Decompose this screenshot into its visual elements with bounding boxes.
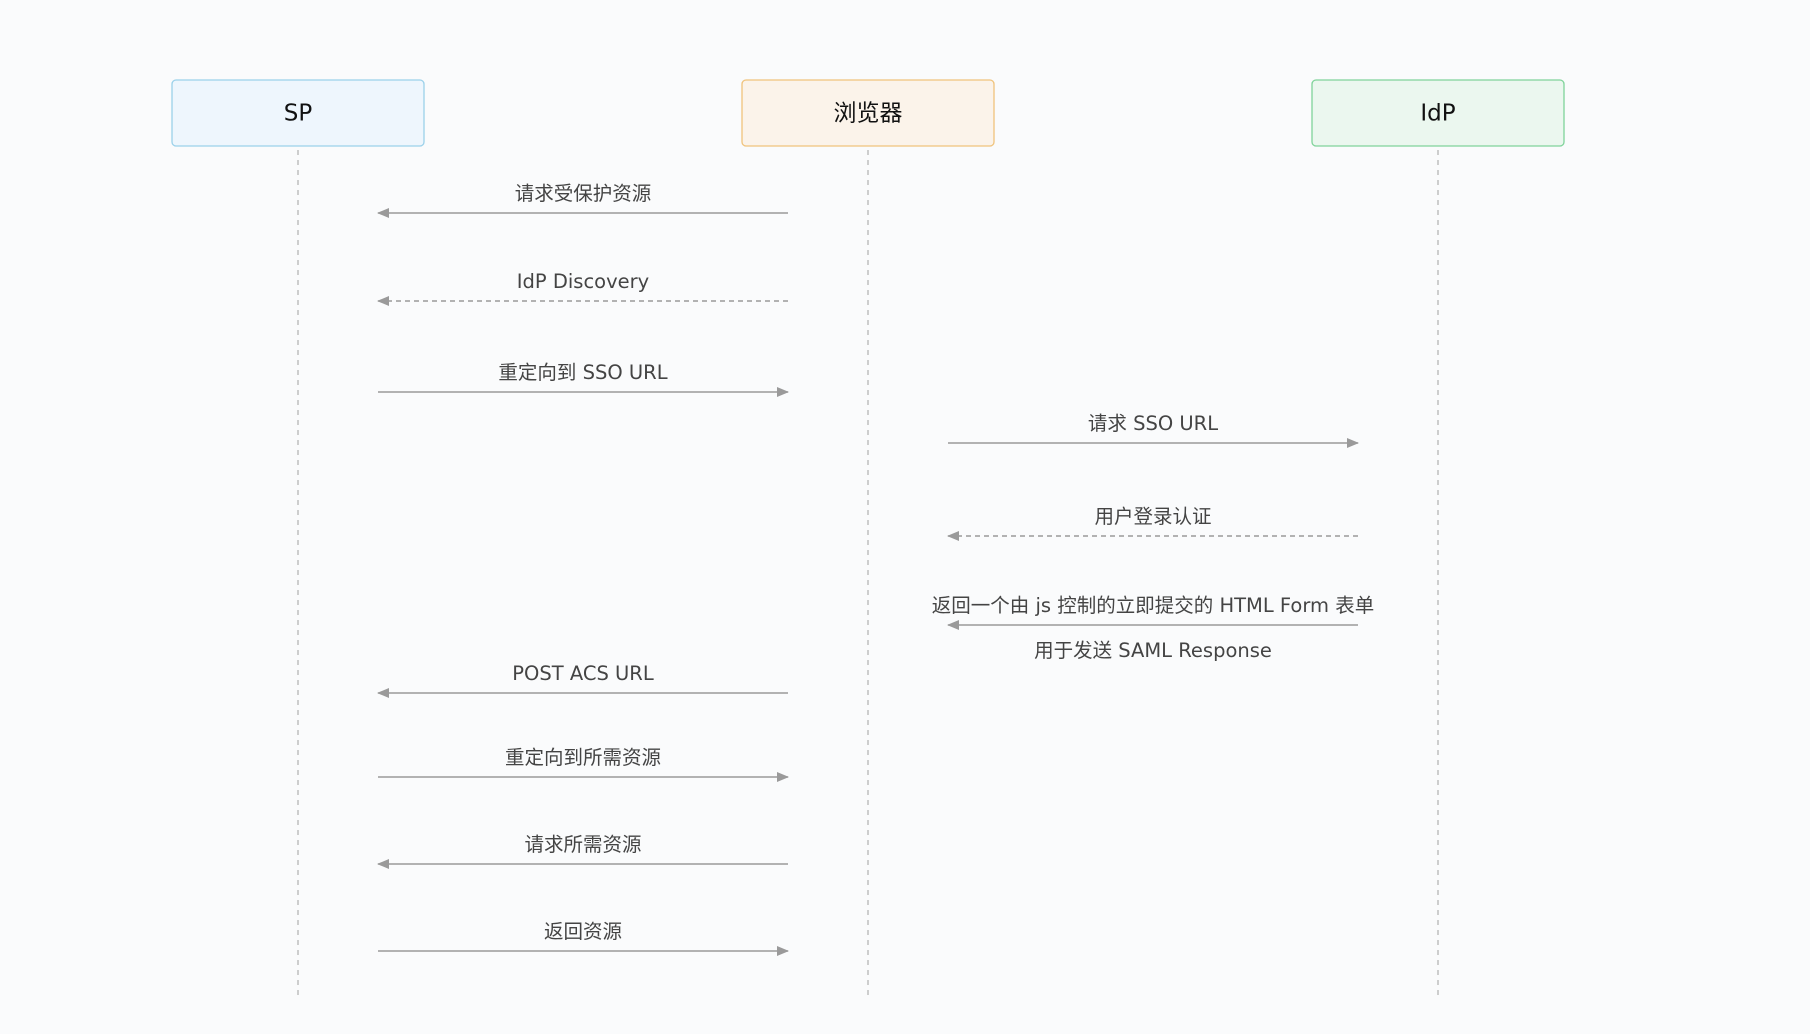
message-label: 用户登录认证 <box>1094 505 1211 528</box>
message-label: 返回一个由 js 控制的立即提交的 HTML Form 表单 <box>932 594 1374 617</box>
actor-label-browser: 浏览器 <box>834 101 903 127</box>
actor-box-idp <box>1311 79 1565 147</box>
message-label: 请求 SSO URL <box>1088 412 1218 435</box>
message-3: 重定向到 SSO URL <box>378 361 789 397</box>
actor-idp: IdP <box>1311 79 1565 147</box>
message-label: IdP Discovery <box>517 270 649 293</box>
message-label: 重定向到 SSO URL <box>498 361 667 384</box>
actor-browser: 浏览器 <box>741 79 995 147</box>
actor-box-sp <box>171 79 425 147</box>
message-4: 请求 SSO URL <box>948 412 1359 448</box>
actor-label-sp: SP <box>284 101 313 127</box>
actors: SP 浏览器 IdP <box>171 79 1565 147</box>
message-label: 请求所需资源 <box>524 833 641 856</box>
actor-sp: SP <box>171 79 425 147</box>
message-sublabel: 用于发送 SAML Response <box>1034 639 1272 662</box>
message-9: 请求所需资源 <box>377 833 788 869</box>
message-7: POST ACS URL <box>377 662 788 698</box>
actor-label-idp: IdP <box>1420 101 1455 127</box>
message-label: 请求受保护资源 <box>515 182 652 205</box>
message-label: 重定向到所需资源 <box>505 746 661 769</box>
messages: 请求受保护资源 IdP Discovery 重定向到 SSO URL 请求 SSO U… <box>377 182 1374 956</box>
message-label: 返回资源 <box>544 920 622 943</box>
message-2: IdP Discovery <box>377 270 788 306</box>
message-8: 重定向到所需资源 <box>378 746 789 782</box>
actor-box-browser <box>741 79 995 147</box>
message-5: 用户登录认证 <box>947 505 1358 541</box>
message-1: 请求受保护资源 <box>377 182 788 218</box>
message-label: POST ACS URL <box>512 662 654 685</box>
message-10: 返回资源 <box>378 920 789 956</box>
lifelines <box>297 150 1439 995</box>
